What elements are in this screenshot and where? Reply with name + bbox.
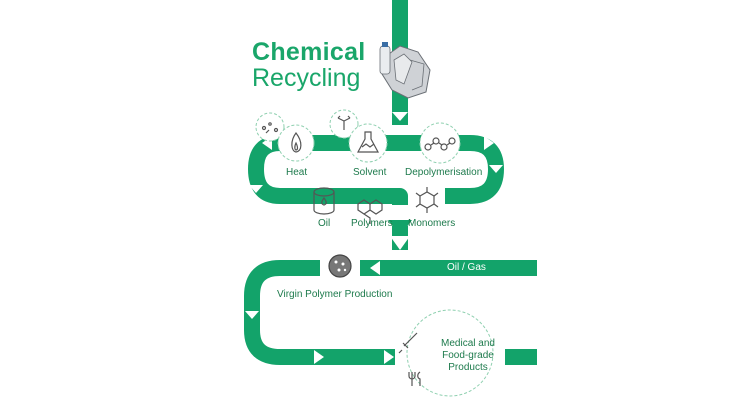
medical-food-grade-products-label: Medical and Food-grade Products bbox=[441, 338, 495, 373]
production-loop bbox=[244, 260, 395, 365]
products-circle bbox=[406, 309, 494, 397]
process-label-depolymerisation: Depolymerisation bbox=[405, 167, 483, 178]
polymer-rings-icon bbox=[357, 199, 383, 224]
junction-arrow bbox=[388, 220, 412, 236]
barrel-icon bbox=[313, 187, 335, 215]
virgin-polymer-production-label: Virgin Polymer Production bbox=[277, 289, 393, 300]
output-label-oil: Oil bbox=[318, 218, 331, 229]
split-arrow-icon bbox=[337, 115, 351, 130]
monomer-hexagon-icon bbox=[415, 187, 439, 213]
molecule-chain-icon bbox=[424, 137, 456, 151]
particles-icon bbox=[261, 122, 279, 134]
flow-arrow bbox=[392, 112, 408, 121]
solvent-circle bbox=[348, 123, 388, 163]
output-label-polymers: Polymers bbox=[351, 218, 393, 229]
process-label-heat: Heat bbox=[286, 167, 308, 178]
flow-arrow bbox=[489, 165, 503, 173]
flow-arrow bbox=[245, 311, 259, 319]
syringe-icon bbox=[398, 332, 418, 354]
flow-arrow bbox=[314, 350, 324, 364]
title-chemical: Chemical bbox=[252, 38, 366, 66]
cutlery-icon bbox=[408, 371, 421, 386]
flow-arrow bbox=[484, 136, 494, 150]
particles-circle bbox=[255, 112, 285, 142]
oil-gas-label: Oil / Gas bbox=[447, 262, 486, 273]
title-recycling: Recycling bbox=[252, 64, 361, 92]
flow-arrow bbox=[370, 261, 380, 275]
flow-arrow bbox=[390, 236, 410, 250]
process-label-solvent: Solvent bbox=[353, 167, 387, 178]
flask-icon bbox=[356, 131, 380, 153]
plastic-waste-icon bbox=[379, 42, 431, 99]
flame-icon bbox=[291, 132, 302, 153]
flow-arrow bbox=[384, 350, 394, 364]
pellets-icon bbox=[328, 254, 352, 278]
flow-arrow bbox=[249, 185, 263, 193]
output-label-monomers: Monomers bbox=[408, 218, 456, 229]
